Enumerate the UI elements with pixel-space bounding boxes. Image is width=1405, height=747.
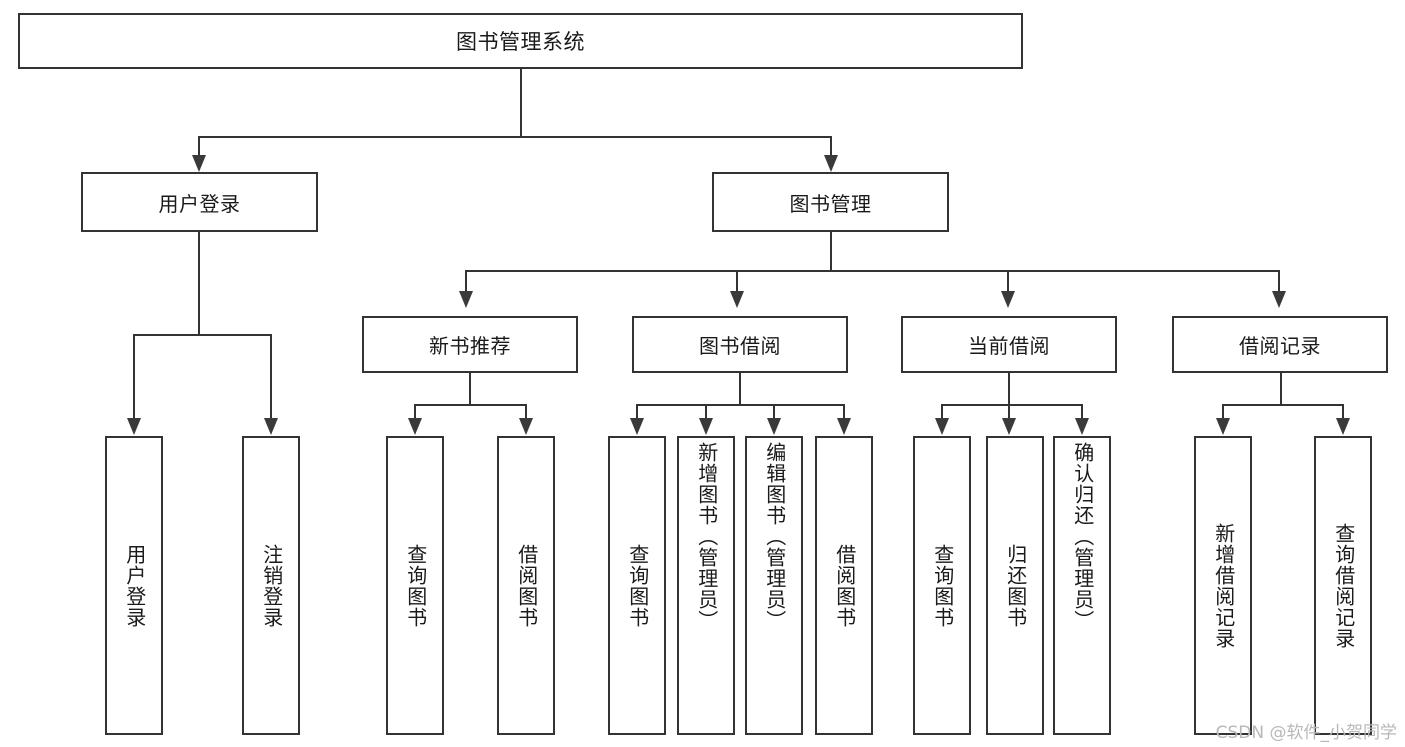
leaf-label: 用户登录 bbox=[122, 543, 147, 628]
connector-current-borrow-l1 bbox=[941, 404, 943, 419]
leaf-label: 归还图书 bbox=[1003, 543, 1028, 628]
arrow-current-borrow-leaf-3 bbox=[1075, 418, 1089, 435]
connector-user-login-bar bbox=[133, 334, 270, 336]
connector-current-borrow-l2 bbox=[1008, 404, 1010, 419]
connector-borrow-record-l1 bbox=[1222, 404, 1224, 419]
node-borrow-record[interactable]: 借阅记录 bbox=[1172, 316, 1388, 373]
connector-new-book-l2 bbox=[525, 404, 527, 419]
node-book-management[interactable]: 图书管理 bbox=[712, 172, 949, 232]
leaf-label: 新增借阅记录 bbox=[1211, 522, 1236, 649]
node-book-borrow[interactable]: 图书借阅 bbox=[632, 316, 848, 373]
node-user-login[interactable]: 用户登录 bbox=[81, 172, 318, 232]
leaf-label: 查询图书 bbox=[403, 543, 428, 628]
node-label: 图书借阅 bbox=[699, 334, 781, 358]
connector-new-book-stem bbox=[469, 373, 471, 406]
connector-book-mgmt-to-borrow bbox=[736, 270, 738, 292]
arrow-book-mgmt-to-borrow bbox=[730, 291, 744, 308]
leaf-label: 借阅图书 bbox=[832, 543, 857, 628]
leaf-book-borrow-add[interactable]: 新增图书（管理员） bbox=[677, 436, 735, 735]
connector-book-borrow-l4 bbox=[843, 404, 845, 419]
connector-book-mgmt-bar bbox=[465, 270, 1279, 272]
connector-book-borrow-bar bbox=[636, 404, 843, 406]
connector-borrow-record-l2 bbox=[1342, 404, 1344, 419]
connector-book-borrow-l1 bbox=[636, 404, 638, 419]
connector-root-to-user-login bbox=[198, 136, 200, 158]
connector-new-book-l1 bbox=[414, 404, 416, 419]
connector-root-stem bbox=[520, 69, 522, 137]
leaf-borrow-record-add[interactable]: 新增借阅记录 bbox=[1194, 436, 1252, 735]
arrow-borrow-record-leaf-2 bbox=[1336, 418, 1350, 435]
leaf-label: 确认归还（管理员） bbox=[1070, 442, 1095, 631]
connector-book-mgmt-to-record bbox=[1278, 270, 1280, 292]
leaf-current-borrow-return[interactable]: 归还图书 bbox=[986, 436, 1044, 735]
arrow-book-borrow-leaf-2 bbox=[699, 418, 713, 435]
node-root-system[interactable]: 图书管理系统 bbox=[18, 13, 1023, 69]
node-label: 当前借阅 bbox=[968, 334, 1050, 358]
leaf-current-borrow-query[interactable]: 查询图书 bbox=[913, 436, 971, 735]
node-current-borrow[interactable]: 当前借阅 bbox=[901, 316, 1117, 373]
node-label: 图书管理系统 bbox=[456, 30, 585, 54]
leaf-label: 新增图书（管理员） bbox=[694, 442, 719, 631]
connector-current-borrow-stem bbox=[1008, 373, 1010, 406]
watermark-text: CSDN @软件_小贺同学 bbox=[1215, 723, 1397, 743]
arrow-borrow-record-leaf-1 bbox=[1216, 418, 1230, 435]
arrow-new-book-leaf-1 bbox=[408, 418, 422, 435]
leaf-book-borrow-borrow[interactable]: 借阅图书 bbox=[815, 436, 873, 735]
leaf-user-login-signout[interactable]: 注销登录 bbox=[242, 436, 300, 735]
arrow-book-borrow-leaf-3 bbox=[767, 418, 781, 435]
connector-book-mgmt-to-new-book bbox=[465, 270, 467, 292]
arrow-book-mgmt-to-current bbox=[1001, 291, 1015, 308]
node-label: 新书推荐 bbox=[429, 334, 511, 358]
connector-book-borrow-l2 bbox=[705, 404, 707, 419]
leaf-book-borrow-query[interactable]: 查询图书 bbox=[608, 436, 666, 735]
connector-book-mgmt-stem bbox=[830, 232, 832, 272]
arrow-new-book-leaf-2 bbox=[519, 418, 533, 435]
leaf-label: 借阅图书 bbox=[514, 543, 539, 628]
arrow-user-login-leaf-1 bbox=[127, 418, 141, 435]
connector-user-login-stem bbox=[198, 232, 200, 335]
leaf-borrow-record-query[interactable]: 查询借阅记录 bbox=[1314, 436, 1372, 735]
connector-root-bar bbox=[198, 136, 832, 138]
node-label: 借阅记录 bbox=[1239, 334, 1321, 358]
leaf-label: 注销登录 bbox=[259, 543, 284, 628]
leaf-new-book-query[interactable]: 查询图书 bbox=[386, 436, 444, 735]
leaf-user-login-signin[interactable]: 用户登录 bbox=[105, 436, 163, 735]
arrow-book-mgmt-to-new-book bbox=[459, 291, 473, 308]
arrow-current-borrow-leaf-1 bbox=[935, 418, 949, 435]
arrow-current-borrow-leaf-2 bbox=[1002, 418, 1016, 435]
connector-borrow-record-bar bbox=[1222, 404, 1342, 406]
node-label: 图书管理 bbox=[789, 191, 872, 216]
connector-user-login-right bbox=[270, 334, 272, 419]
connector-borrow-record-stem bbox=[1280, 373, 1282, 406]
leaf-current-borrow-confirm-return[interactable]: 确认归还（管理员） bbox=[1053, 436, 1111, 735]
arrow-root-to-user-login bbox=[192, 155, 206, 172]
arrow-root-to-book-mgmt bbox=[824, 155, 838, 172]
connector-book-borrow-stem bbox=[739, 373, 741, 406]
connector-root-to-book-mgmt bbox=[830, 136, 832, 158]
connector-current-borrow-l3 bbox=[1081, 404, 1083, 419]
leaf-new-book-borrow[interactable]: 借阅图书 bbox=[497, 436, 555, 735]
arrow-book-borrow-leaf-1 bbox=[630, 418, 644, 435]
leaf-book-borrow-edit[interactable]: 编辑图书（管理员） bbox=[745, 436, 803, 735]
connector-book-mgmt-to-current bbox=[1007, 270, 1009, 292]
connector-new-book-bar bbox=[414, 404, 525, 406]
leaf-label: 查询借阅记录 bbox=[1331, 522, 1356, 649]
node-label: 用户登录 bbox=[158, 191, 241, 216]
node-new-book-recommend[interactable]: 新书推荐 bbox=[362, 316, 578, 373]
arrow-user-login-leaf-2 bbox=[264, 418, 278, 435]
arrow-book-mgmt-to-record bbox=[1272, 291, 1286, 308]
connector-book-borrow-l3 bbox=[773, 404, 775, 419]
leaf-label: 编辑图书（管理员） bbox=[762, 442, 787, 631]
arrow-book-borrow-leaf-4 bbox=[837, 418, 851, 435]
connector-user-login-left bbox=[133, 334, 135, 419]
connector-current-borrow-bar bbox=[941, 404, 1081, 406]
leaf-label: 查询图书 bbox=[625, 543, 650, 628]
leaf-label: 查询图书 bbox=[930, 543, 955, 628]
